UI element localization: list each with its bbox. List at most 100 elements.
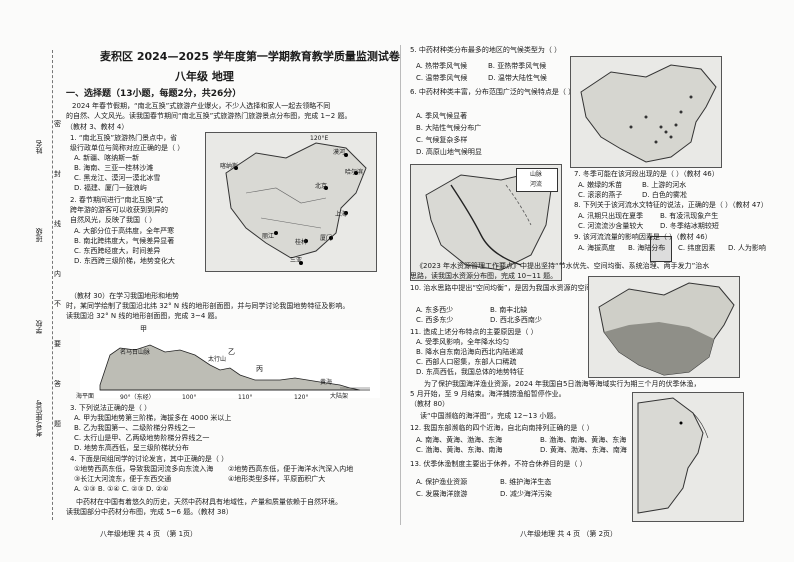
q3-option[interactable]: B. 乙为我国第一、二级阶梯分界线之一 xyxy=(74,424,196,432)
q9-option[interactable]: D. 人为影响 xyxy=(728,244,766,252)
q10-option[interactable]: A. 东多西少 xyxy=(416,306,454,314)
terrain-profile xyxy=(80,330,380,398)
q1-option[interactable]: A. 新疆、喀纳斯一新 xyxy=(74,154,140,162)
q13-option[interactable]: A. 保护渔业资源 xyxy=(416,478,468,486)
q3-option[interactable]: D. 地势东高西低，呈三级阶梯状分布 xyxy=(74,444,189,452)
map-label: 丽江 xyxy=(262,233,275,240)
map-label: 漠河 xyxy=(333,149,346,156)
profile-tick: 120° xyxy=(294,394,309,401)
q13-option[interactable]: C. 发展海洋旅游 xyxy=(416,490,468,498)
q2-option[interactable]: C. 东西跨经度大，时间差异 xyxy=(74,247,161,255)
q10-stem: 10. 治水思路中提出“空间均衡”，是因为我国水资源的空间分布特征是（ ）（教材… xyxy=(410,284,679,292)
seal-char: 要 xyxy=(54,340,61,348)
intro-line: （教材 80） xyxy=(410,400,450,408)
q2-stem: 自然风光，反映了我国（ ） xyxy=(70,216,157,224)
exam-subtitle: 八年级 地理 xyxy=(175,70,234,83)
q12-option[interactable]: A. 南海、黄海、渤海、东海 xyxy=(416,436,503,444)
q9-option[interactable]: B. 海陆分布 xyxy=(628,244,666,252)
q8-option[interactable]: B. 有凌汛现象产生 xyxy=(660,212,719,220)
q7-option[interactable]: A. 嫩绿的禾苗 xyxy=(578,181,623,189)
map-label: 北京 xyxy=(315,183,328,190)
id-label: 考号/座位号 xyxy=(35,400,43,438)
seal-char: 密 xyxy=(54,120,61,128)
q10-option[interactable]: B. 南丰北缺 xyxy=(490,306,528,314)
q10-option[interactable]: D. 西北多西南少 xyxy=(490,316,542,324)
profile-label-yi: 乙 xyxy=(228,348,235,356)
q1-option[interactable]: C. 黑龙江、漠河一漠北冰雪 xyxy=(74,174,161,182)
q12-option[interactable]: C. 渤海、黄海、东海、南海 xyxy=(416,446,503,454)
q11-option[interactable]: B. 降水自东南沿海向西北内陆递减 xyxy=(416,348,524,356)
q13-option[interactable]: D. 减少海洋污染 xyxy=(500,490,552,498)
q5-stem: 5. 中药材种类分布最多的地区的气候类型为（ ） xyxy=(410,46,562,54)
class-label: 班级 xyxy=(35,228,43,242)
q8-option[interactable]: D. 冬季结冰期较短 xyxy=(660,222,719,230)
intro-line: 思路，读我国水资源分布图，完成 10~11 题。 xyxy=(410,272,558,280)
q11-option[interactable]: D. 东高西低，我国总体的地势特征 xyxy=(416,368,524,376)
q5-option[interactable]: C. 温带季风气候 xyxy=(416,74,468,82)
map-label: 厦门 xyxy=(320,235,333,242)
map-scale-label: 120°E xyxy=(310,135,329,142)
seal-char: 不 xyxy=(54,300,61,308)
q12-option[interactable]: B. 渤海、南海、黄海、东海 xyxy=(540,436,627,444)
q13-option[interactable]: B. 维护海洋生态 xyxy=(500,478,552,486)
q9-option[interactable]: C. 纬度因素 xyxy=(678,244,716,252)
q7-option[interactable]: D. 白色的雾凇 xyxy=(642,191,687,199)
q12-stem: 12. 我国东部濒临的四个近海，自北向南排列正确的是（ ） xyxy=(410,424,594,432)
profile-tick: 90°（东经） xyxy=(120,394,155,401)
q5-option[interactable]: A. 热带季风气候 xyxy=(416,62,468,70)
profile-label-huanghai: 黄海 xyxy=(320,379,333,386)
intro-line: 2024 年春节假期，“南北互换”式旅游产业爆火，不少人选择和家人一起去领略不同 xyxy=(72,102,331,110)
q11-option[interactable]: C. 西部人口密集，东部人口稀疏 xyxy=(416,358,517,366)
seal-line xyxy=(52,50,53,520)
q11-option[interactable]: A. 受季风影响，全年降水均匀 xyxy=(416,338,510,346)
q6-option[interactable]: D. 高原山地气候明显 xyxy=(416,148,482,156)
q6-stem: 6. 中药材种类丰富，分布范围广泛的气候特点是（ ） xyxy=(410,88,576,96)
q4-statement: ②地势西高东低，便于海洋水汽深入内地 xyxy=(228,465,354,473)
q7-option[interactable]: B. 上游的河水 xyxy=(642,181,687,189)
seal-char: 封 xyxy=(54,170,61,178)
q6-option[interactable]: A. 季风气候显著 xyxy=(416,112,468,120)
column-divider xyxy=(400,45,401,525)
footer-right: 八年级地理 共 4 页 （第 2页） xyxy=(520,530,618,538)
q8-stem: 8. 下列关于该河流水文特征的说法，正确的是（ ）（教材 47） xyxy=(574,201,768,209)
q2-stem: 跨年游的游客可以收获到到异的 xyxy=(70,206,168,214)
q5-option[interactable]: D. 温带大陆性气候 xyxy=(488,74,547,82)
q4-statement: ④地形类型多样，平原面积广大 xyxy=(228,475,326,483)
q3-stem: 3. 下列说法正确的是（ ） xyxy=(70,404,152,412)
china-map-tourism xyxy=(205,132,377,272)
intro-line: 时，某同学绘制了我国沿北纬 32° N 线的地形剖面图，并与同学讨论我国地势特征… xyxy=(66,302,350,310)
exam-title: 麦积区 2024—2025 学年度第一学期教育教学质量监测试卷 xyxy=(100,50,400,63)
map-label: 上海 xyxy=(335,211,348,218)
q5-option[interactable]: B. 亚热带季风气候 xyxy=(488,62,547,70)
q6-option[interactable]: C. 气候复杂多样 xyxy=(416,136,468,144)
q6-option[interactable]: B. 大陆性气候分布广 xyxy=(416,124,482,132)
q3-option[interactable]: A. 甲为我国地势第三阶梯，海拔多在 4000 米以上 xyxy=(74,414,232,422)
q1-stem: 1. “南北互换”旅游热门景点中，省 xyxy=(70,134,178,142)
intro-line: 读我国沿 32° N 线的地形剖面图，完成 3~4 题。 xyxy=(66,312,222,320)
q8-option[interactable]: C. 河流流沙含量较大 xyxy=(578,222,644,230)
q4-stem: 4. 下面是同组同学的讨论发言，其中正确的是（ ） xyxy=(70,455,229,463)
q11-stem: 11. 造成上述分布特点的主要原因是（ ） xyxy=(410,328,538,336)
profile-label-bing: 丙 xyxy=(256,365,263,373)
q1-option[interactable]: B. 海南、三亚一桂林沙滩 xyxy=(74,164,154,172)
map-label: 喀纳斯 xyxy=(220,163,239,170)
q8-option[interactable]: A. 汛期只出现在夏季 xyxy=(578,212,644,220)
q4-options[interactable]: A. ①③ B. ①④ C. ②③ D. ②④ xyxy=(74,485,169,493)
intro-line: 《2023 年水资源管理工作要点》中提出坚持“节水优先、空间均衡、系统治理、两手… xyxy=(416,262,710,270)
q9-option[interactable]: A. 海拔高度 xyxy=(578,244,616,252)
intro-line: 读“中国濒临的海洋图”，完成 12~13 小题。 xyxy=(420,412,561,420)
q3-option[interactable]: C. 太行山是甲、乙两级地势阶梯分界线之一 xyxy=(74,434,210,442)
profile-label-shelf: 大陆架 xyxy=(330,393,349,400)
profile-tick: 100° xyxy=(182,394,197,401)
q2-option[interactable]: A. 大部分位于高纬度，全年严寒 xyxy=(74,227,175,235)
river-map-legend xyxy=(516,168,558,192)
q1-option[interactable]: D. 福建、厦门一鼓浪屿 xyxy=(74,184,147,192)
q10-option[interactable]: C. 西多东少 xyxy=(416,316,454,324)
footer-left: 八年级地理 共 4 页 （第 1页） xyxy=(100,530,198,538)
profile-tick: 110° xyxy=(238,394,253,401)
q7-option[interactable]: C. 滚滚的燕子 xyxy=(578,191,623,199)
q2-option[interactable]: D. 东西跨三级阶梯，地势变化大 xyxy=(74,257,175,265)
q2-option[interactable]: B. 南北跨纬度大，气候差异显著 xyxy=(74,237,175,245)
q12-option[interactable]: D. 黄海、渤海、东海、南海 xyxy=(540,446,627,454)
